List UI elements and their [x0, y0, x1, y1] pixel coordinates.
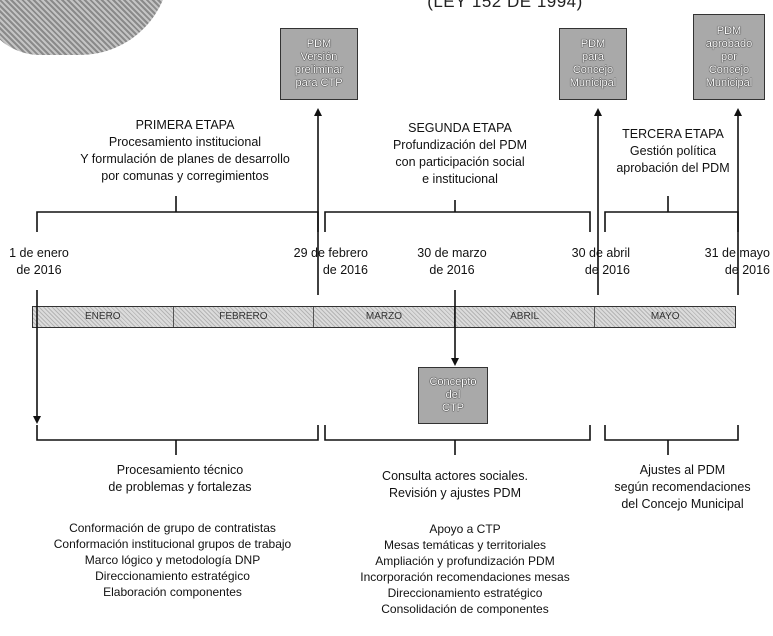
box-line: CTP	[442, 402, 464, 414]
box-line: aprobado	[705, 37, 753, 50]
box-concepto-ctp: Concepto del CTP	[418, 367, 488, 424]
date-line: de 2016	[322, 263, 368, 277]
box-pdm-aprobado: PDM aprobado por Concejo Municipal	[693, 14, 765, 100]
brace-segunda	[324, 200, 591, 232]
date-line: de 2016	[429, 263, 475, 277]
list-item: Marco lógico y metodología DNP	[84, 553, 261, 567]
list-item: Conformación institucional grupos de tra…	[53, 537, 292, 551]
date-line: 29 de febrero	[293, 246, 368, 260]
list-item: Apoyo a CTP	[429, 522, 501, 536]
bottom-title-line: del Concejo Municipal	[621, 497, 744, 511]
bottom-col1-title: Procesamiento técnico de problemas y for…	[60, 462, 300, 496]
date-line: 1 de enero	[9, 246, 69, 260]
stage-title: PRIMERA ETAPA	[135, 118, 235, 132]
box-pdm-concejo: PDM para Concejo Municipal	[559, 28, 627, 100]
stage-title: TERCERA ETAPA	[622, 127, 724, 141]
law-reference: (LEY 152 DE 1994)	[427, 0, 583, 11]
stage-line: e institucional	[422, 172, 498, 186]
bottom-title-line: de problemas y fortalezas	[108, 480, 252, 494]
date-line: 30 de abril	[571, 246, 630, 260]
bottom-title-line: Ajustes al PDM	[639, 463, 726, 477]
box-line: preliminar	[294, 64, 344, 76]
stage-line: aprobación del PDM	[616, 161, 730, 175]
month-enero: ENERO	[33, 307, 174, 327]
stage-line: por comunas y corregimientos	[101, 169, 269, 183]
month-mayo: MAYO	[650, 311, 680, 322]
bottom-col3-title: Ajustes al PDM según recomendaciones del…	[600, 462, 765, 513]
bottom-title-line: Revisión y ajustes PDM	[389, 486, 521, 500]
date-line: 30 de marzo	[417, 246, 487, 260]
stage-line: con participación social	[395, 155, 525, 169]
brace-bottom-3	[604, 425, 739, 455]
timeline-bar: ENERO FEBRERO MARZO ABRIL MAYO	[32, 306, 736, 328]
box-line: PDM	[580, 38, 606, 50]
list-item: Ampliación y profundización PDM	[375, 554, 555, 568]
list-item: Consolidación de componentes	[381, 602, 549, 616]
box-line: Municipal	[705, 76, 753, 89]
stage-line: Y formulación de planes de desarrollo	[80, 152, 290, 166]
date-1-enero: 1 de enero de 2016	[4, 245, 74, 279]
box-line: del	[445, 389, 461, 401]
box-line: Versión	[300, 51, 338, 63]
bottom-title-line: Procesamiento técnico	[116, 463, 244, 477]
stage-tercera: TERCERA ETAPA Gestión política aprobació…	[598, 126, 748, 177]
list-item: Direccionamiento estratégico	[95, 569, 250, 583]
list-item: Elaboración componentes	[103, 585, 242, 599]
date-line: de 2016	[724, 263, 770, 277]
box-line: Concepto	[429, 376, 477, 388]
stage-title: SEGUNDA ETAPA	[408, 121, 512, 135]
list-item: Incorporación recomendaciones mesas	[360, 570, 570, 584]
stage-primera: PRIMERA ETAPA Procesamiento instituciona…	[55, 117, 315, 185]
brace-primera	[36, 196, 319, 232]
box-line: Concejo	[708, 63, 750, 76]
brace-bottom-2	[324, 425, 591, 455]
box-line: Concejo	[572, 64, 614, 76]
box-line: PDM	[306, 38, 332, 50]
brace-bottom-1	[36, 425, 319, 455]
bottom-title-line: Consulta actores sociales.	[382, 469, 528, 483]
list-item: Direccionamiento estratégico	[387, 586, 543, 600]
date-line: de 2016	[584, 263, 630, 277]
list-item: Mesas temáticas y territoriales	[383, 538, 547, 552]
box-line: por	[721, 50, 737, 63]
bottom-col2-title: Consulta actores sociales. Revisión y aj…	[360, 468, 550, 502]
stage-line: Profundización del PDM	[392, 138, 528, 152]
box-line: PDM	[716, 24, 742, 37]
bottom-title-line: según recomendaciones	[614, 480, 751, 494]
date-30-marzo: 30 de marzo de 2016	[402, 245, 502, 279]
box-line: para CTP	[295, 77, 343, 89]
list-item: Conformación de grupo de contratistas	[69, 521, 276, 535]
date-line: de 2016	[16, 263, 62, 277]
box-pdm-preliminar: PDM Versión preliminar para CTP	[280, 28, 358, 100]
bottom-col1-list: Conformación de grupo de contratistas Co…	[0, 520, 345, 600]
stage-line: Gestión política	[629, 144, 717, 158]
month-febrero: FEBRERO	[174, 307, 315, 327]
box-line: para	[581, 51, 605, 63]
date-30-abril: 30 de abril de 2016	[548, 245, 630, 279]
month-abril: ABRIL	[455, 307, 596, 327]
box-line: Municipal	[569, 77, 617, 89]
stage-segunda: SEGUNDA ETAPA Profundización del PDM con…	[360, 120, 560, 188]
brace-tercera	[604, 196, 739, 232]
stage-line: Procesamiento institucional	[108, 135, 262, 149]
date-29-febrero: 29 de febrero de 2016	[268, 245, 368, 279]
bottom-col2-list: Apoyo a CTP Mesas temáticas y territoria…	[345, 521, 585, 617]
